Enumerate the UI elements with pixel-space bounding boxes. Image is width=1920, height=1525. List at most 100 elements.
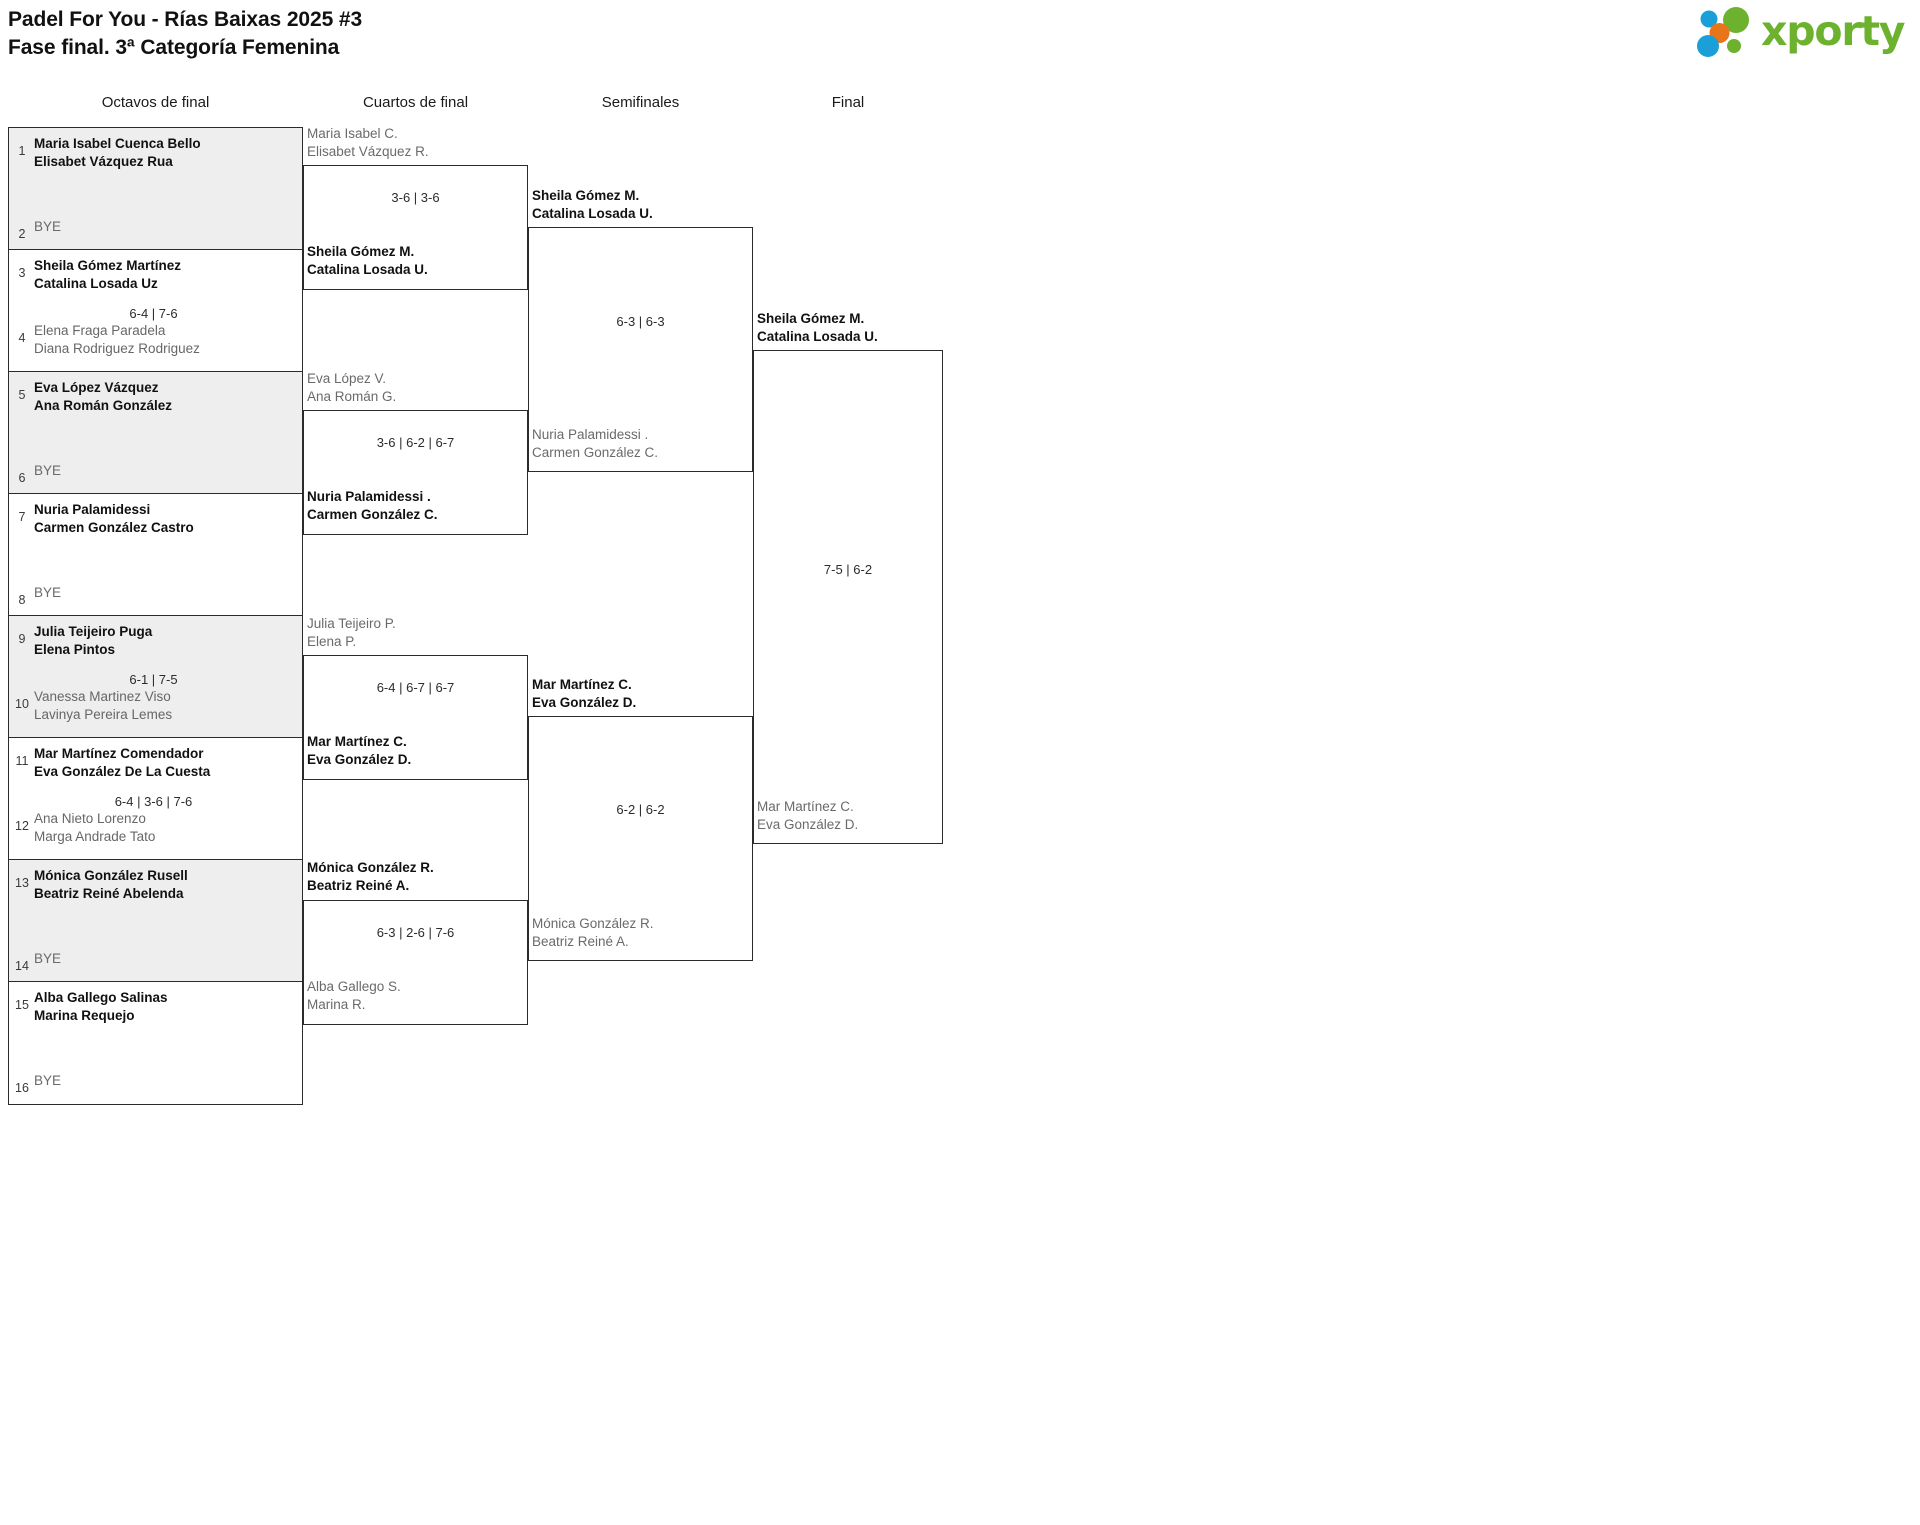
seed-number: 8	[18, 593, 26, 607]
cuartos-team-top[interactable]: Eva López V.Ana Román G.	[307, 370, 396, 405]
team-names-line2: Diana Rodriguez Rodriguez	[34, 340, 200, 356]
team-names-line1: Vanessa Martinez Viso	[34, 689, 171, 704]
cuartos-team-bottom[interactable]: Sheila Gómez M.Catalina Losada U.	[307, 243, 428, 278]
team-names-line1: Sheila Gómez Martínez	[34, 258, 182, 273]
semifinal-match-box[interactable]	[528, 716, 753, 961]
semifinal-team-top[interactable]: Mar Martínez C.Eva González D.	[532, 676, 636, 711]
final-team-top[interactable]: Sheila Gómez M.Catalina Losada U.	[757, 310, 878, 345]
cuartos-team-bottom[interactable]: Nuria Palamidessi .Carmen González C.	[307, 488, 438, 523]
match-score: 6-4 | 7-6	[129, 306, 178, 321]
team-names-line1: Mónica González Rusell	[34, 868, 188, 883]
semifinal-team-top[interactable]: Sheila Gómez M.Catalina Losada U.	[532, 187, 653, 222]
match-slot-bottom[interactable]: 8 BYE	[9, 584, 304, 607]
cuartos-team-top-line1: Mónica González R.	[307, 860, 434, 875]
page-title: Padel For You - Rías Baixas 2025 #3 Fase…	[8, 6, 362, 61]
team-names-line1: Mar Martínez Comendador	[34, 746, 204, 761]
seed-number: 4	[18, 331, 26, 345]
team-names-line2: Marga Andrade Tato	[34, 828, 156, 844]
team-names-line1: Julia Teijeiro Puga	[34, 624, 153, 639]
final-team-bottom[interactable]: Mar Martínez C. Eva González D.	[757, 798, 858, 833]
cuartos-team-top[interactable]: Julia Teijeiro P.Elena P.	[307, 615, 396, 650]
cuartos-team-bottom-line1: Sheila Gómez M.	[307, 244, 415, 259]
match-slot-bottom[interactable]: 14 BYE	[9, 950, 304, 973]
seed-number: 14	[15, 959, 29, 973]
cuartos-team-top-line2: Elena P.	[307, 633, 357, 649]
cuartos-match-box[interactable]	[303, 900, 528, 1025]
cuartos-match-box[interactable]	[303, 410, 528, 535]
team-names-line2: Beatriz Reiné Abelenda	[34, 885, 184, 901]
page-header: Padel For You - Rías Baixas 2025 #3 Fase…	[0, 0, 1920, 80]
bye-label: BYE	[34, 219, 62, 234]
round-header-semifinales: Semifinales	[601, 94, 680, 111]
cuartos-team-top-line2: Ana Román G.	[307, 388, 397, 404]
cuartos-team-top-line1: Maria Isabel C.	[307, 126, 398, 141]
seed-number: 11	[15, 754, 29, 768]
team-names-line2: Ana Román González	[34, 397, 173, 413]
semifinal-team-bottom[interactable]: Mónica González R.Beatriz Reiné A.	[532, 915, 654, 950]
cuartos-team-top-line2: Beatriz Reiné A.	[307, 877, 410, 893]
team-names-line1: Elena Fraga Paradela	[34, 323, 166, 338]
cuartos-match-box[interactable]	[303, 655, 528, 780]
team-names-line2: Elena Pintos	[34, 641, 116, 657]
round-header-final: Final	[831, 94, 865, 111]
final-team-bottom-line1: Mar Martínez C.	[757, 799, 854, 814]
cuartos-team-bottom[interactable]: Alba Gallego S.Marina R.	[307, 978, 401, 1013]
xporty-logo[interactable]: xporty	[1697, 5, 1907, 60]
bye-label: BYE	[34, 1073, 62, 1088]
cuartos-team-top[interactable]: Maria Isabel C.Elisabet Vázquez R.	[307, 125, 429, 160]
cuartos-team-bottom-line1: Mar Martínez C.	[307, 734, 407, 749]
team-names-line1: Eva López Vázquez	[34, 380, 159, 395]
bye-label: BYE	[34, 585, 62, 600]
team-names-line2: Carmen González Castro	[34, 519, 194, 535]
seed-number: 15	[15, 998, 29, 1012]
cuartos-match-score: 3-6 | 6-2 | 6-7	[376, 435, 455, 450]
seed-number: 12	[15, 819, 29, 833]
semifinal-team-bottom[interactable]: Nuria Palamidessi .Carmen González C.	[532, 426, 658, 461]
final-match-score: 7-5 | 6-2	[823, 562, 873, 577]
final-team-bottom-line2: Eva González D.	[757, 816, 859, 832]
team-names-line2: Lavinya Pereira Lemes	[34, 706, 173, 722]
cuartos-team-bottom[interactable]: Mar Martínez C.Eva González D.	[307, 733, 411, 768]
cuartos-team-top[interactable]: Mónica González R. Beatriz Reiné A.	[307, 859, 434, 894]
bye-label: BYE	[34, 951, 62, 966]
final-match-box[interactable]	[753, 350, 943, 844]
semifinal-team-bottom-line2: Beatriz Reiné A.	[532, 933, 629, 949]
semifinal-match-box[interactable]	[528, 227, 753, 472]
seed-number: 13	[15, 876, 29, 890]
cuartos-match-box[interactable]	[303, 165, 528, 290]
